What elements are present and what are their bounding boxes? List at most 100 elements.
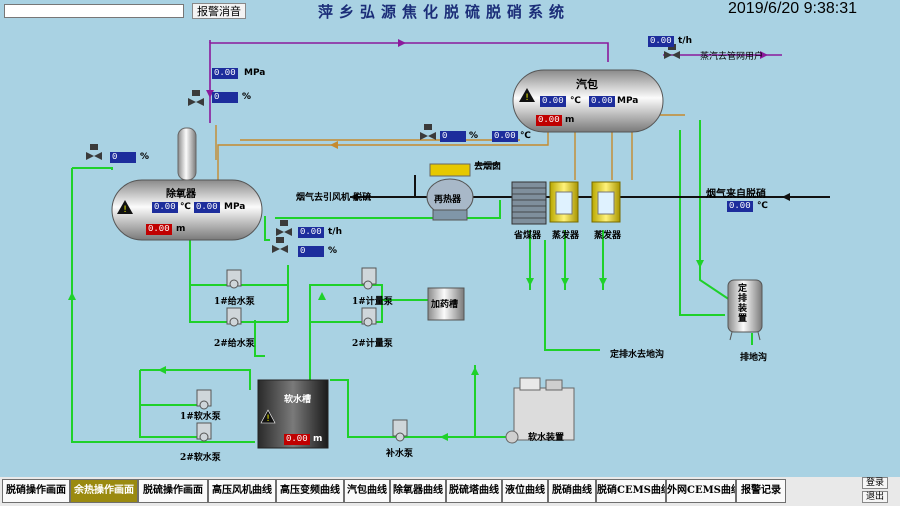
flue-gas-temp-unit: ℃ [757, 201, 768, 211]
arrow-icon [318, 292, 326, 300]
arrow-icon [696, 260, 704, 268]
alarm-silence-button[interactable]: 报警消音 [192, 3, 246, 19]
top-bar: 报警消音 萍乡弘源焦化脱硫脱硝系统 2019/6/20 9:38:31 [0, 0, 900, 24]
deaerator-steam-pressure-readout: 0.00 [212, 68, 238, 79]
arrow-icon [350, 193, 358, 201]
feed-flow-readout: 0.00 [298, 227, 324, 238]
nav-alarm-records[interactable]: 报警记录 [736, 479, 786, 503]
nav-desulfurization-tower-curve[interactable]: 脱硫塔曲线 [446, 479, 502, 503]
dosing-tank [427, 287, 465, 321]
label-evaporator-2: 蒸发器 [594, 231, 622, 241]
nav-level-curve[interactable]: 液位曲线 [502, 479, 548, 503]
reheater [426, 163, 474, 221]
label-dosing-tank: 加药槽 [431, 300, 459, 310]
drum-valve-unit: % [469, 131, 479, 141]
label-meter-pump-2: 2#计量泵 [352, 339, 393, 349]
nav-denox-cems-curve[interactable]: 脱硝CEMS曲线 [596, 479, 666, 503]
label-meter-pump-1: 1#计量泵 [352, 297, 393, 307]
label-drain-trench: 排地沟 [740, 353, 768, 363]
deaerator-temp-readout: 0.00 [152, 202, 178, 213]
nav-denox-operation[interactable]: 脱硝操作画面 [2, 479, 70, 503]
pump-icons [196, 267, 408, 442]
arrow-icon [398, 39, 406, 47]
label-drum: 汽包 [576, 78, 598, 91]
deaerator-level-readout: 0.00 [146, 224, 172, 235]
drum-pressure-unit: MPa [617, 96, 639, 106]
soft-tank-level-unit: m [313, 434, 323, 444]
valve-icons [86, 44, 680, 253]
deaerator-inlet-valve-readout: 0 [110, 152, 136, 163]
label-economizer: 省煤器 [514, 231, 542, 241]
label-to-chimney: 去烟囱 [474, 162, 502, 172]
drum-temp-unit: ℃ [570, 96, 581, 106]
svg-text:!: ! [123, 205, 127, 215]
arrow-icon [68, 292, 76, 300]
deaerator-pressure-readout: 0.00 [194, 202, 220, 213]
login-button[interactable]: 登录 [862, 477, 888, 489]
deaerator-valve-unit: % [242, 92, 252, 102]
svg-text:!: ! [525, 93, 529, 103]
arrow-icon [471, 367, 479, 375]
warning-icon [117, 200, 133, 214]
label-soft-tank: 软水槽 [284, 395, 312, 405]
warning-icon [519, 88, 535, 102]
label-makeup-pump: 补水泵 [386, 449, 414, 459]
label-blowdown-device: 定排装置 [738, 284, 748, 324]
label-evaporator-1: 蒸发器 [552, 231, 580, 241]
warning-icon [260, 409, 276, 424]
water-lines [71, 120, 753, 443]
steam-flow-unit: t/h [678, 36, 692, 46]
evaporator-1 [549, 181, 579, 223]
evaporator-2 [591, 181, 621, 223]
arrow-icon [526, 278, 534, 286]
nav-hp-fan-curve[interactable]: 高压风机曲线 [208, 479, 276, 503]
process-diagram: ! ! ! [68, 39, 830, 449]
drum-valve-readout: 0 [440, 131, 466, 142]
arrow-icon [158, 366, 166, 374]
label-feed-pump-1: 1#给水泵 [214, 297, 255, 307]
blowdown-device [727, 279, 763, 341]
label-flue-to-fan: 烟气去引风机 脱硫 [296, 193, 372, 203]
exit-button[interactable]: 退出 [862, 491, 888, 503]
steam-lines [209, 40, 782, 123]
steam-flow-readout: 0.00 [648, 36, 674, 47]
drum-level-unit: m [565, 115, 575, 125]
soft-tank-level-readout: 0.00 [284, 434, 310, 445]
nav-desulfurization-operation[interactable]: 脱硫操作画面 [138, 479, 208, 503]
arrow-icon [561, 278, 569, 286]
flue-gas-temp-readout: 0.00 [727, 201, 753, 212]
nav-hp-inverter-curve[interactable]: 高压变频曲线 [276, 479, 344, 503]
arrow-icon [782, 193, 790, 201]
drum-inlet-temp-readout: 0.00 [492, 131, 518, 142]
nav-external-cems-curve[interactable]: 外网CEMS曲线 [666, 479, 736, 503]
label-flue-from-denox: 烟气来自脱硝 [706, 189, 766, 200]
nav-denox-curve[interactable]: 脱硝曲线 [548, 479, 596, 503]
datetime-display: 2019/6/20 9:38:31 [728, 0, 858, 17]
arrow-icon [760, 51, 768, 59]
feed-valve-readout: 0 [298, 246, 324, 257]
arrow-icon [330, 141, 338, 149]
nav-drum-curve[interactable]: 汽包曲线 [344, 479, 390, 503]
page-title: 萍乡弘源焦化脱硫脱硝系统 [318, 3, 571, 21]
drum-pressure-readout: 0.00 [589, 96, 615, 107]
drum-level-readout: 0.00 [536, 115, 562, 126]
softener-unit [505, 377, 575, 444]
economizer [511, 181, 547, 225]
label-soft-pump-2: 2#软水泵 [180, 453, 221, 463]
deaerator-valve-readout: 0 [212, 92, 238, 103]
nav-deaerator-curve[interactable]: 除氧器曲线 [390, 479, 446, 503]
deaerator-level-unit: m [176, 224, 186, 234]
feed-flow-unit: t/h [328, 227, 342, 237]
label-blowdown-to-trench: 定排水去地沟 [610, 350, 665, 360]
alarm-message-box [4, 4, 184, 18]
nav-waste-heat-operation[interactable]: 余热操作画面 [70, 479, 138, 503]
arrow-icon [440, 433, 448, 441]
label-soft-pump-1: 1#软水泵 [180, 412, 221, 422]
drum-temp-readout: 0.00 [540, 96, 566, 107]
label-steam-to-users: 蒸汽去管网用户 [700, 52, 764, 62]
label-reheater: 再热器 [434, 195, 462, 205]
arrow-icon [599, 278, 607, 286]
label-softener: 软水装置 [528, 433, 565, 443]
svg-text:!: ! [266, 414, 270, 424]
deaerator-steam-pressure-unit: MPa [244, 68, 266, 78]
